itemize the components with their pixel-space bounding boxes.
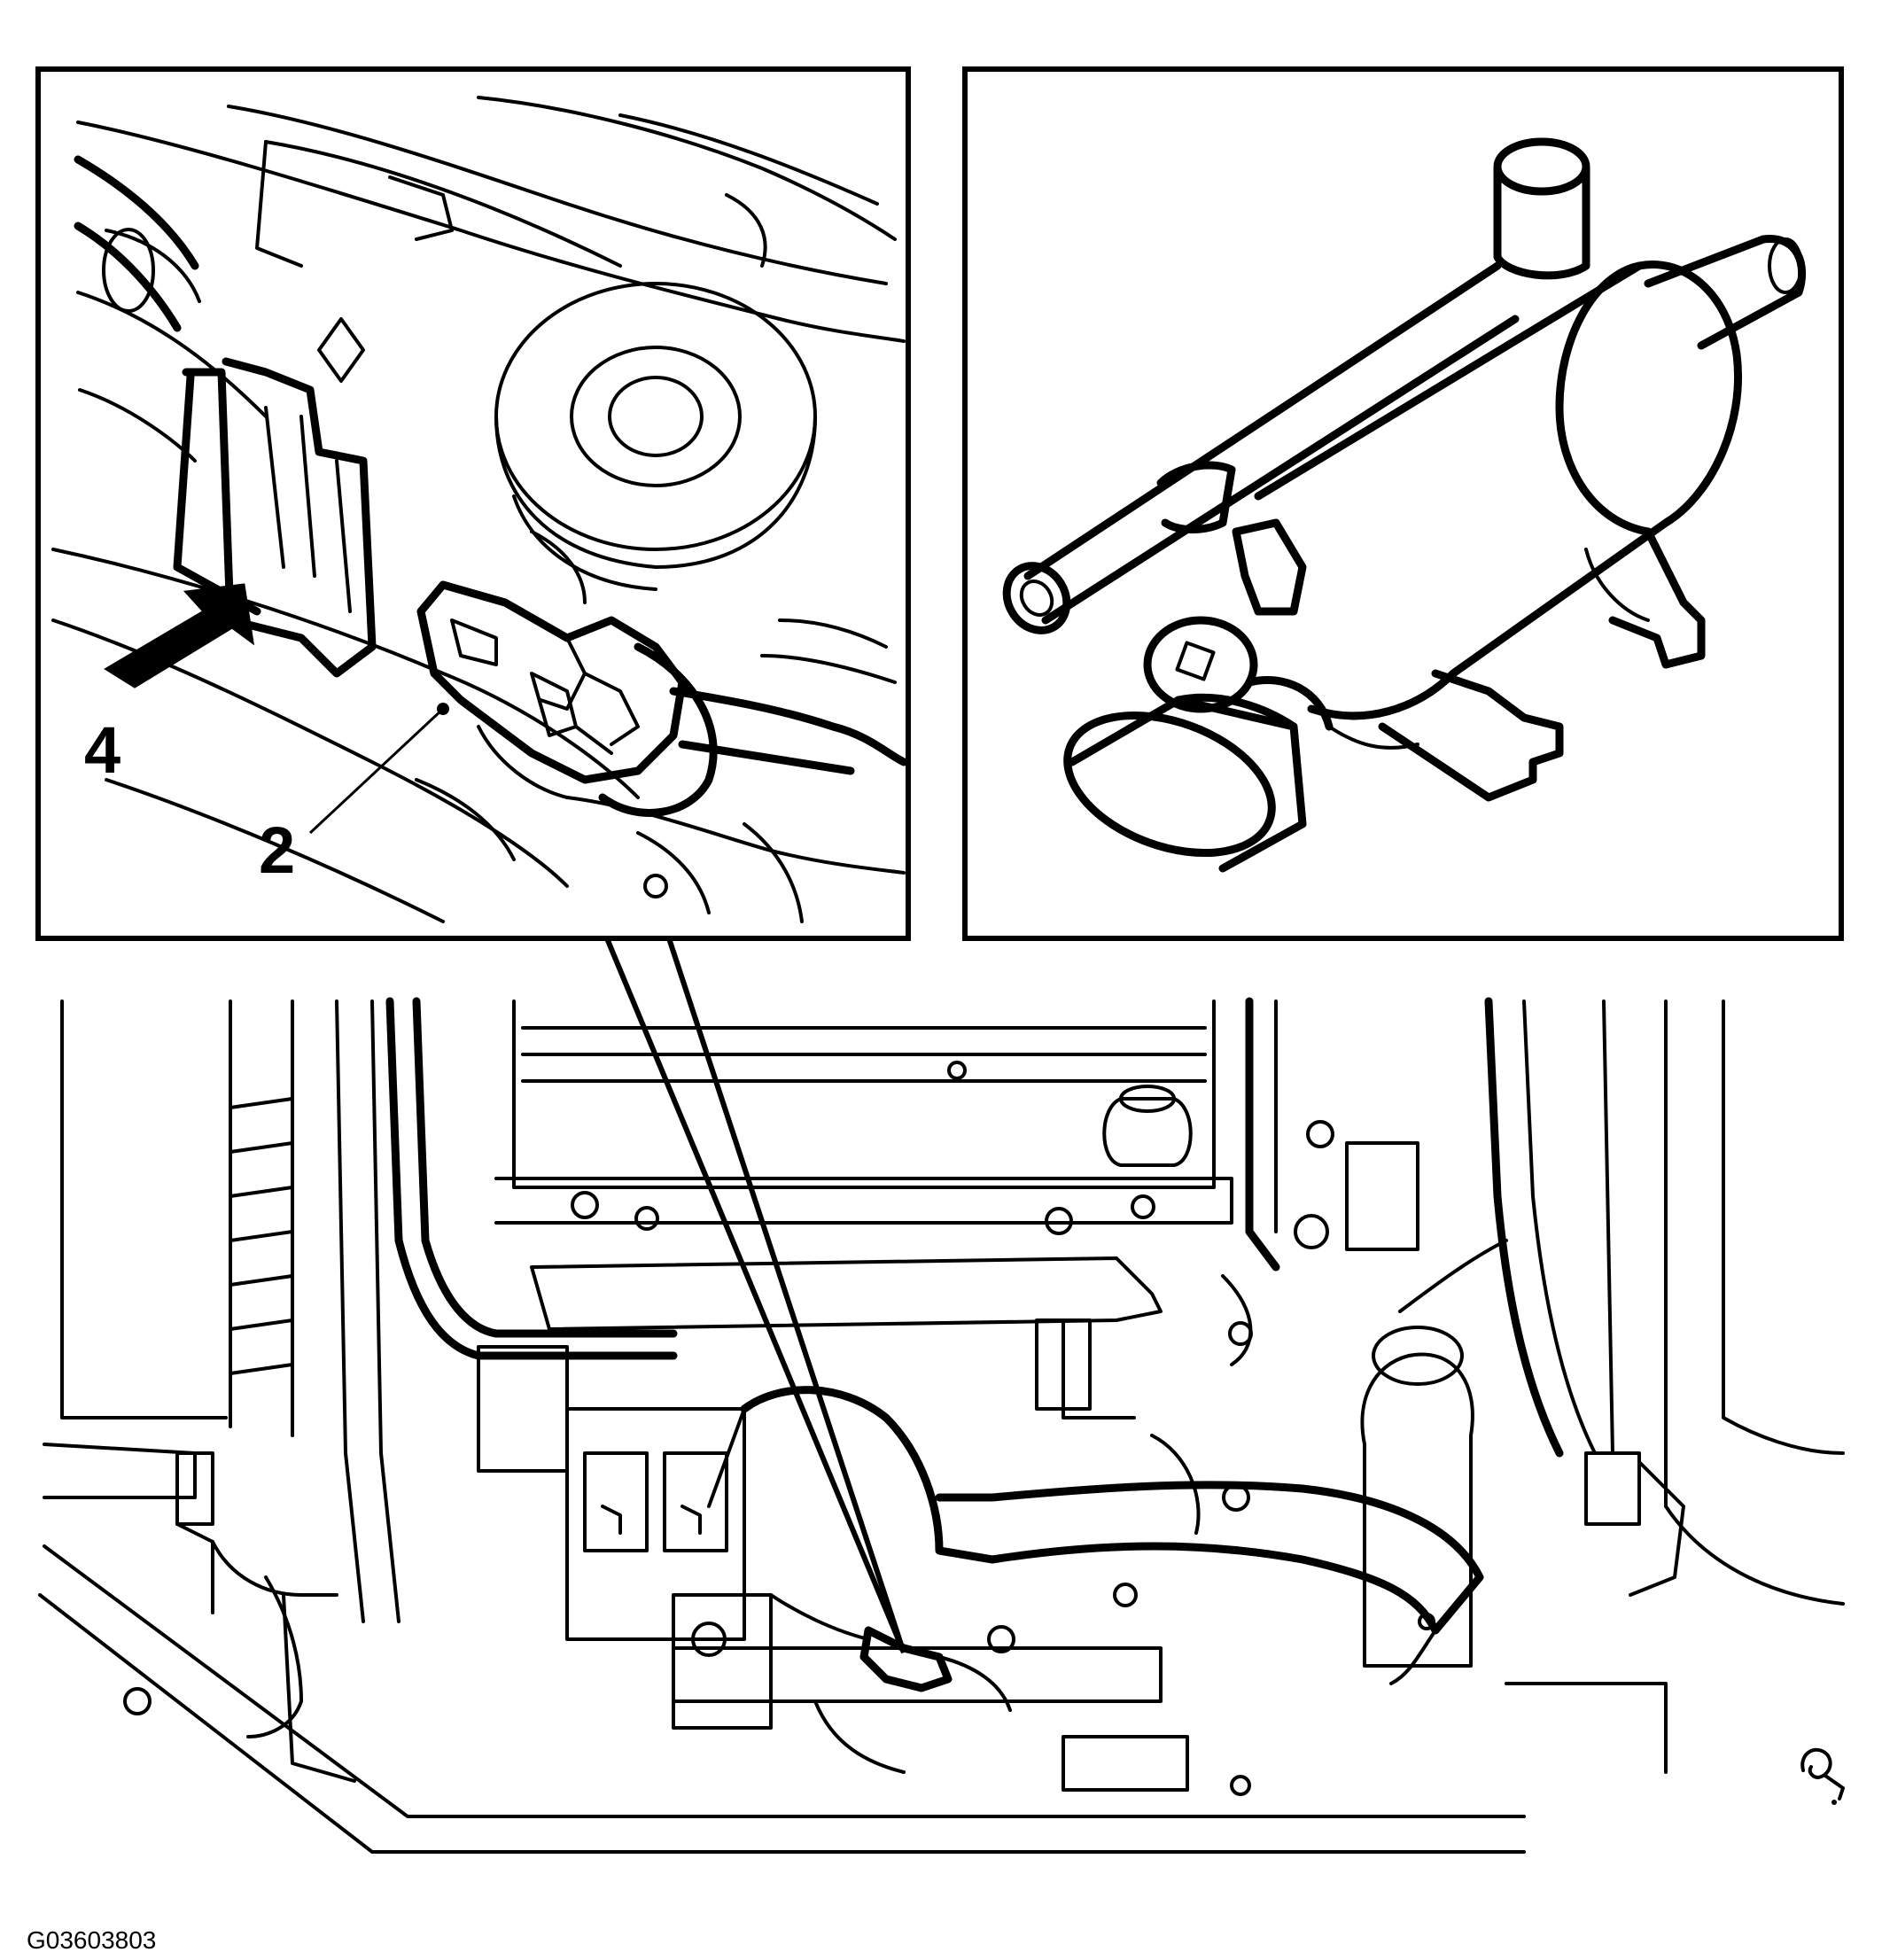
connector-detail-drawing [51,96,906,923]
inset-frame-left [35,66,911,941]
engine-bay-overview [38,937,1845,1854]
view-direction-icon [1800,1747,1845,1805]
pointer-line-a [604,937,906,1654]
inset-valve-part [962,66,1844,941]
callout-label-2: 2 [259,813,295,887]
inset-connector-detail: 4 2 [35,66,911,941]
push-arrow-icon [104,583,255,688]
leader-line-2 [308,707,445,835]
leader-dot-2 [437,703,449,715]
callout-label-4: 4 [84,713,121,787]
figure-id: G03603803 [27,1926,156,1954]
inset-frame-right [962,66,1844,941]
valve-drawing [1002,137,1807,873]
pointer-line-b [666,937,906,1653]
